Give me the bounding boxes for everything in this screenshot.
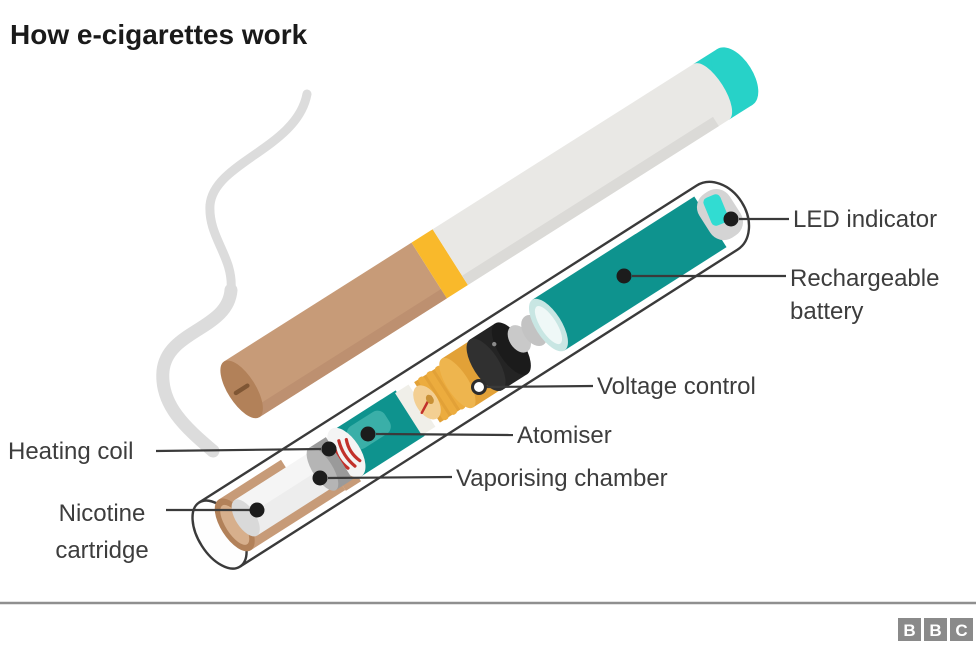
voltage-disc-back bbox=[491, 322, 531, 375]
label-atomiser: Atomiser bbox=[517, 422, 612, 449]
bbc-logo-letter-1: B bbox=[903, 621, 915, 640]
label-voltage-control: Voltage control bbox=[597, 373, 756, 400]
leader-line-atomiser bbox=[375, 432, 514, 437]
label-heating-coil: Heating coil bbox=[8, 438, 133, 465]
voltage-disc-dot bbox=[492, 341, 497, 347]
footer: B B C bbox=[0, 601, 976, 641]
label-vaporising-chamber: Vaporising chamber bbox=[456, 465, 668, 492]
cigarette-led-tip-cap bbox=[711, 47, 759, 107]
label-rechargeable: Rechargeable bbox=[790, 265, 939, 292]
marker-ring-voltage bbox=[471, 379, 487, 395]
label-battery: battery bbox=[790, 298, 863, 325]
marker-dot-vaporising bbox=[312, 470, 328, 486]
cartridge-shell-end-inner bbox=[220, 504, 250, 545]
bbc-logo-block-1 bbox=[898, 618, 921, 641]
connector-thread-rib-2 bbox=[426, 371, 458, 415]
marker-dot-battery bbox=[616, 268, 632, 284]
coil-loop-2 bbox=[337, 439, 357, 468]
cigarette-yellow-band bbox=[411, 229, 468, 299]
leader-line-vaporising bbox=[327, 475, 453, 480]
cigarette-white-body bbox=[432, 61, 733, 286]
label-led-indicator: LED indicator bbox=[793, 206, 937, 233]
bbc-logo: B B C bbox=[898, 618, 973, 641]
voltage-disc-face bbox=[466, 338, 506, 392]
page-title: How e-cigarettes work bbox=[10, 19, 308, 50]
marker-dot-nicotine bbox=[249, 502, 265, 518]
leader-line-heating bbox=[155, 447, 322, 453]
cigarette-tip-boundary bbox=[690, 63, 733, 121]
chamber-ring-face bbox=[306, 447, 339, 491]
leader-lines bbox=[155, 211, 789, 518]
voltage-disc-body bbox=[469, 323, 528, 391]
bbc-logo-letter-2: B bbox=[929, 621, 941, 640]
cigarette-illustration bbox=[220, 47, 759, 419]
led-component bbox=[696, 189, 744, 241]
connector-face-center bbox=[425, 394, 434, 405]
leader-line-voltage bbox=[485, 384, 594, 389]
smoke-wisp-lower bbox=[156, 283, 238, 458]
marker-dot-led bbox=[723, 211, 739, 227]
battery-end-inner bbox=[534, 305, 563, 345]
connector-cap-face bbox=[439, 357, 476, 409]
label-nicotine: Nicotine bbox=[59, 500, 146, 527]
cigarette-white-body-shade bbox=[462, 116, 719, 286]
smoke-wisp-upper bbox=[205, 89, 312, 295]
marker-dot-heating bbox=[321, 441, 337, 457]
voltage-control-component bbox=[466, 322, 531, 392]
cigarette-mouth-slot bbox=[233, 383, 250, 396]
bbc-logo-letter-3: C bbox=[955, 621, 967, 640]
smoke-wisp bbox=[156, 89, 312, 458]
component-labels: LED indicator Rechargeable battery Volta… bbox=[8, 206, 939, 564]
led-chip bbox=[703, 194, 729, 226]
coil-loop-3 bbox=[344, 437, 362, 463]
bbc-logo-block-3 bbox=[950, 618, 973, 641]
cigarette-filter-shade bbox=[253, 289, 447, 418]
transparent-tube-outline bbox=[198, 180, 751, 568]
cartridge-inner-end-face bbox=[231, 499, 260, 537]
atomiser-collar bbox=[395, 384, 436, 436]
bbc-logo-block-2 bbox=[924, 618, 947, 641]
cartridge-shell-cutaway bbox=[279, 436, 323, 473]
cigarette-filter-body bbox=[223, 242, 447, 418]
label-cartridge: cartridge bbox=[55, 537, 148, 564]
marker-dot-atomiser bbox=[360, 426, 376, 442]
